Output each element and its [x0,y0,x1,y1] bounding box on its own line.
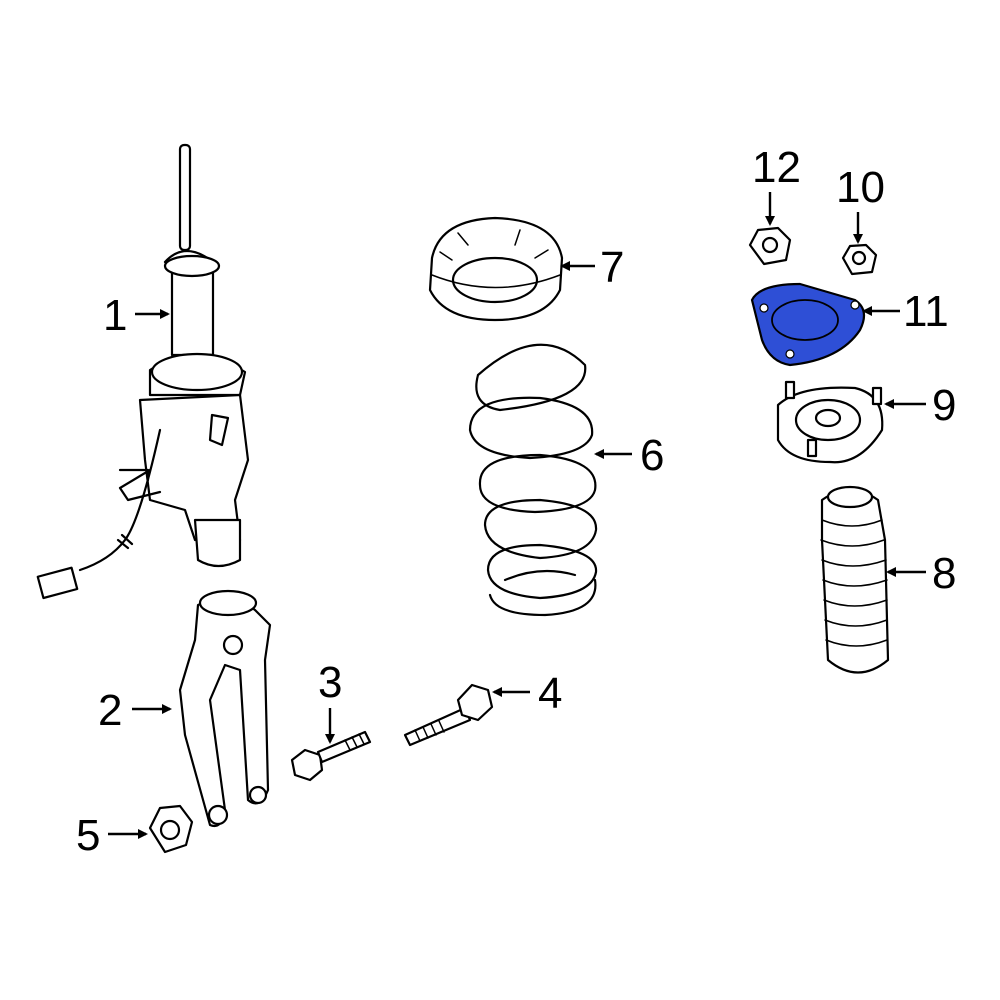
callout-label-9: 9 [932,381,956,430]
part-3-bolt[interactable] [290,730,372,782]
callout-label-11: 11 [903,287,949,336]
callout-label-12: 12 [752,143,801,192]
callout-11: 11 [862,287,949,336]
callout-9: 9 [884,381,956,430]
callout-3: 3 [318,658,342,744]
callout-6: 6 [594,431,664,480]
callout-1: 1 [103,291,170,340]
callout-5: 5 [76,811,148,860]
callout-label-8: 8 [932,549,956,598]
callout-label-5: 5 [76,811,100,860]
callout-10: 10 [836,163,885,244]
part-6-coil-spring[interactable] [468,343,598,617]
part-2-control-arm[interactable] [178,589,272,828]
callout-label-1: 1 [103,291,127,340]
callout-2: 2 [98,686,172,735]
callout-label-6: 6 [640,431,664,480]
part-8-dust-boot[interactable] [820,485,890,674]
callout-label-2: 2 [98,686,122,735]
part-9-strut-mount[interactable] [776,380,884,464]
part-4-bolt[interactable] [403,683,494,747]
callout-8: 8 [886,549,956,598]
part-10-nut[interactable] [841,243,878,276]
callout-label-4: 4 [538,669,562,718]
callout-4: 4 [492,669,562,718]
callout-label-7: 7 [600,243,624,292]
callout-12: 12 [752,143,801,226]
part-7-spring-seat[interactable] [428,216,564,322]
part-5-nut[interactable] [148,804,194,854]
callout-7: 7 [560,243,624,292]
callout-label-3: 3 [318,658,342,707]
part-12-nut[interactable] [748,226,792,266]
part-11-mount-plate[interactable] [750,282,866,367]
callout-label-10: 10 [836,163,885,212]
part-1-strut[interactable] [36,143,250,600]
